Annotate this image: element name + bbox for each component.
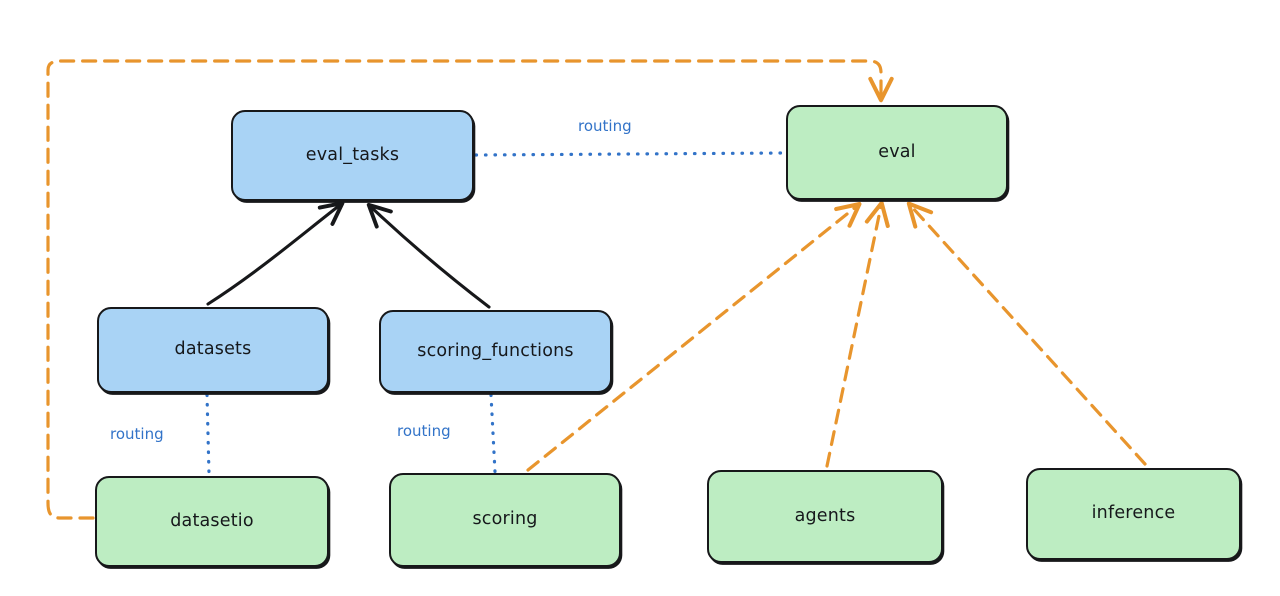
- node-agents[interactable]: agents: [707, 470, 943, 563]
- node-scoring-functions[interactable]: scoring_functions: [379, 310, 612, 393]
- node-datasetio[interactable]: datasetio: [95, 476, 329, 567]
- edge-label-routing-eval-tasks-eval: routing: [578, 117, 632, 135]
- edge-label-routing-datasets-datasetio: routing: [110, 425, 164, 443]
- node-datasets[interactable]: datasets: [97, 307, 329, 393]
- edge-datasets-to-eval-tasks: [206, 201, 345, 306]
- edge-agents-to-eval: [825, 200, 890, 468]
- edge-scoring-functions-to-scoring: [489, 393, 497, 474]
- node-eval-tasks[interactable]: eval_tasks: [231, 110, 474, 201]
- edge-eval-tasks-to-eval: [474, 151, 786, 157]
- node-scoring[interactable]: scoring: [389, 473, 621, 567]
- node-eval[interactable]: eval: [786, 105, 1008, 200]
- edge-scoring-to-eval: [526, 201, 862, 472]
- edge-label-routing-scoring-functions-scoring: routing: [397, 422, 451, 440]
- edge-inference-to-eval: [906, 201, 1147, 466]
- node-inference[interactable]: inference: [1026, 468, 1241, 560]
- edge-datasets-to-datasetio: [205, 393, 211, 476]
- edge-datasetio-to-eval: [46, 59, 894, 520]
- edge-scoring-functions-to-eval-tasks: [366, 202, 491, 309]
